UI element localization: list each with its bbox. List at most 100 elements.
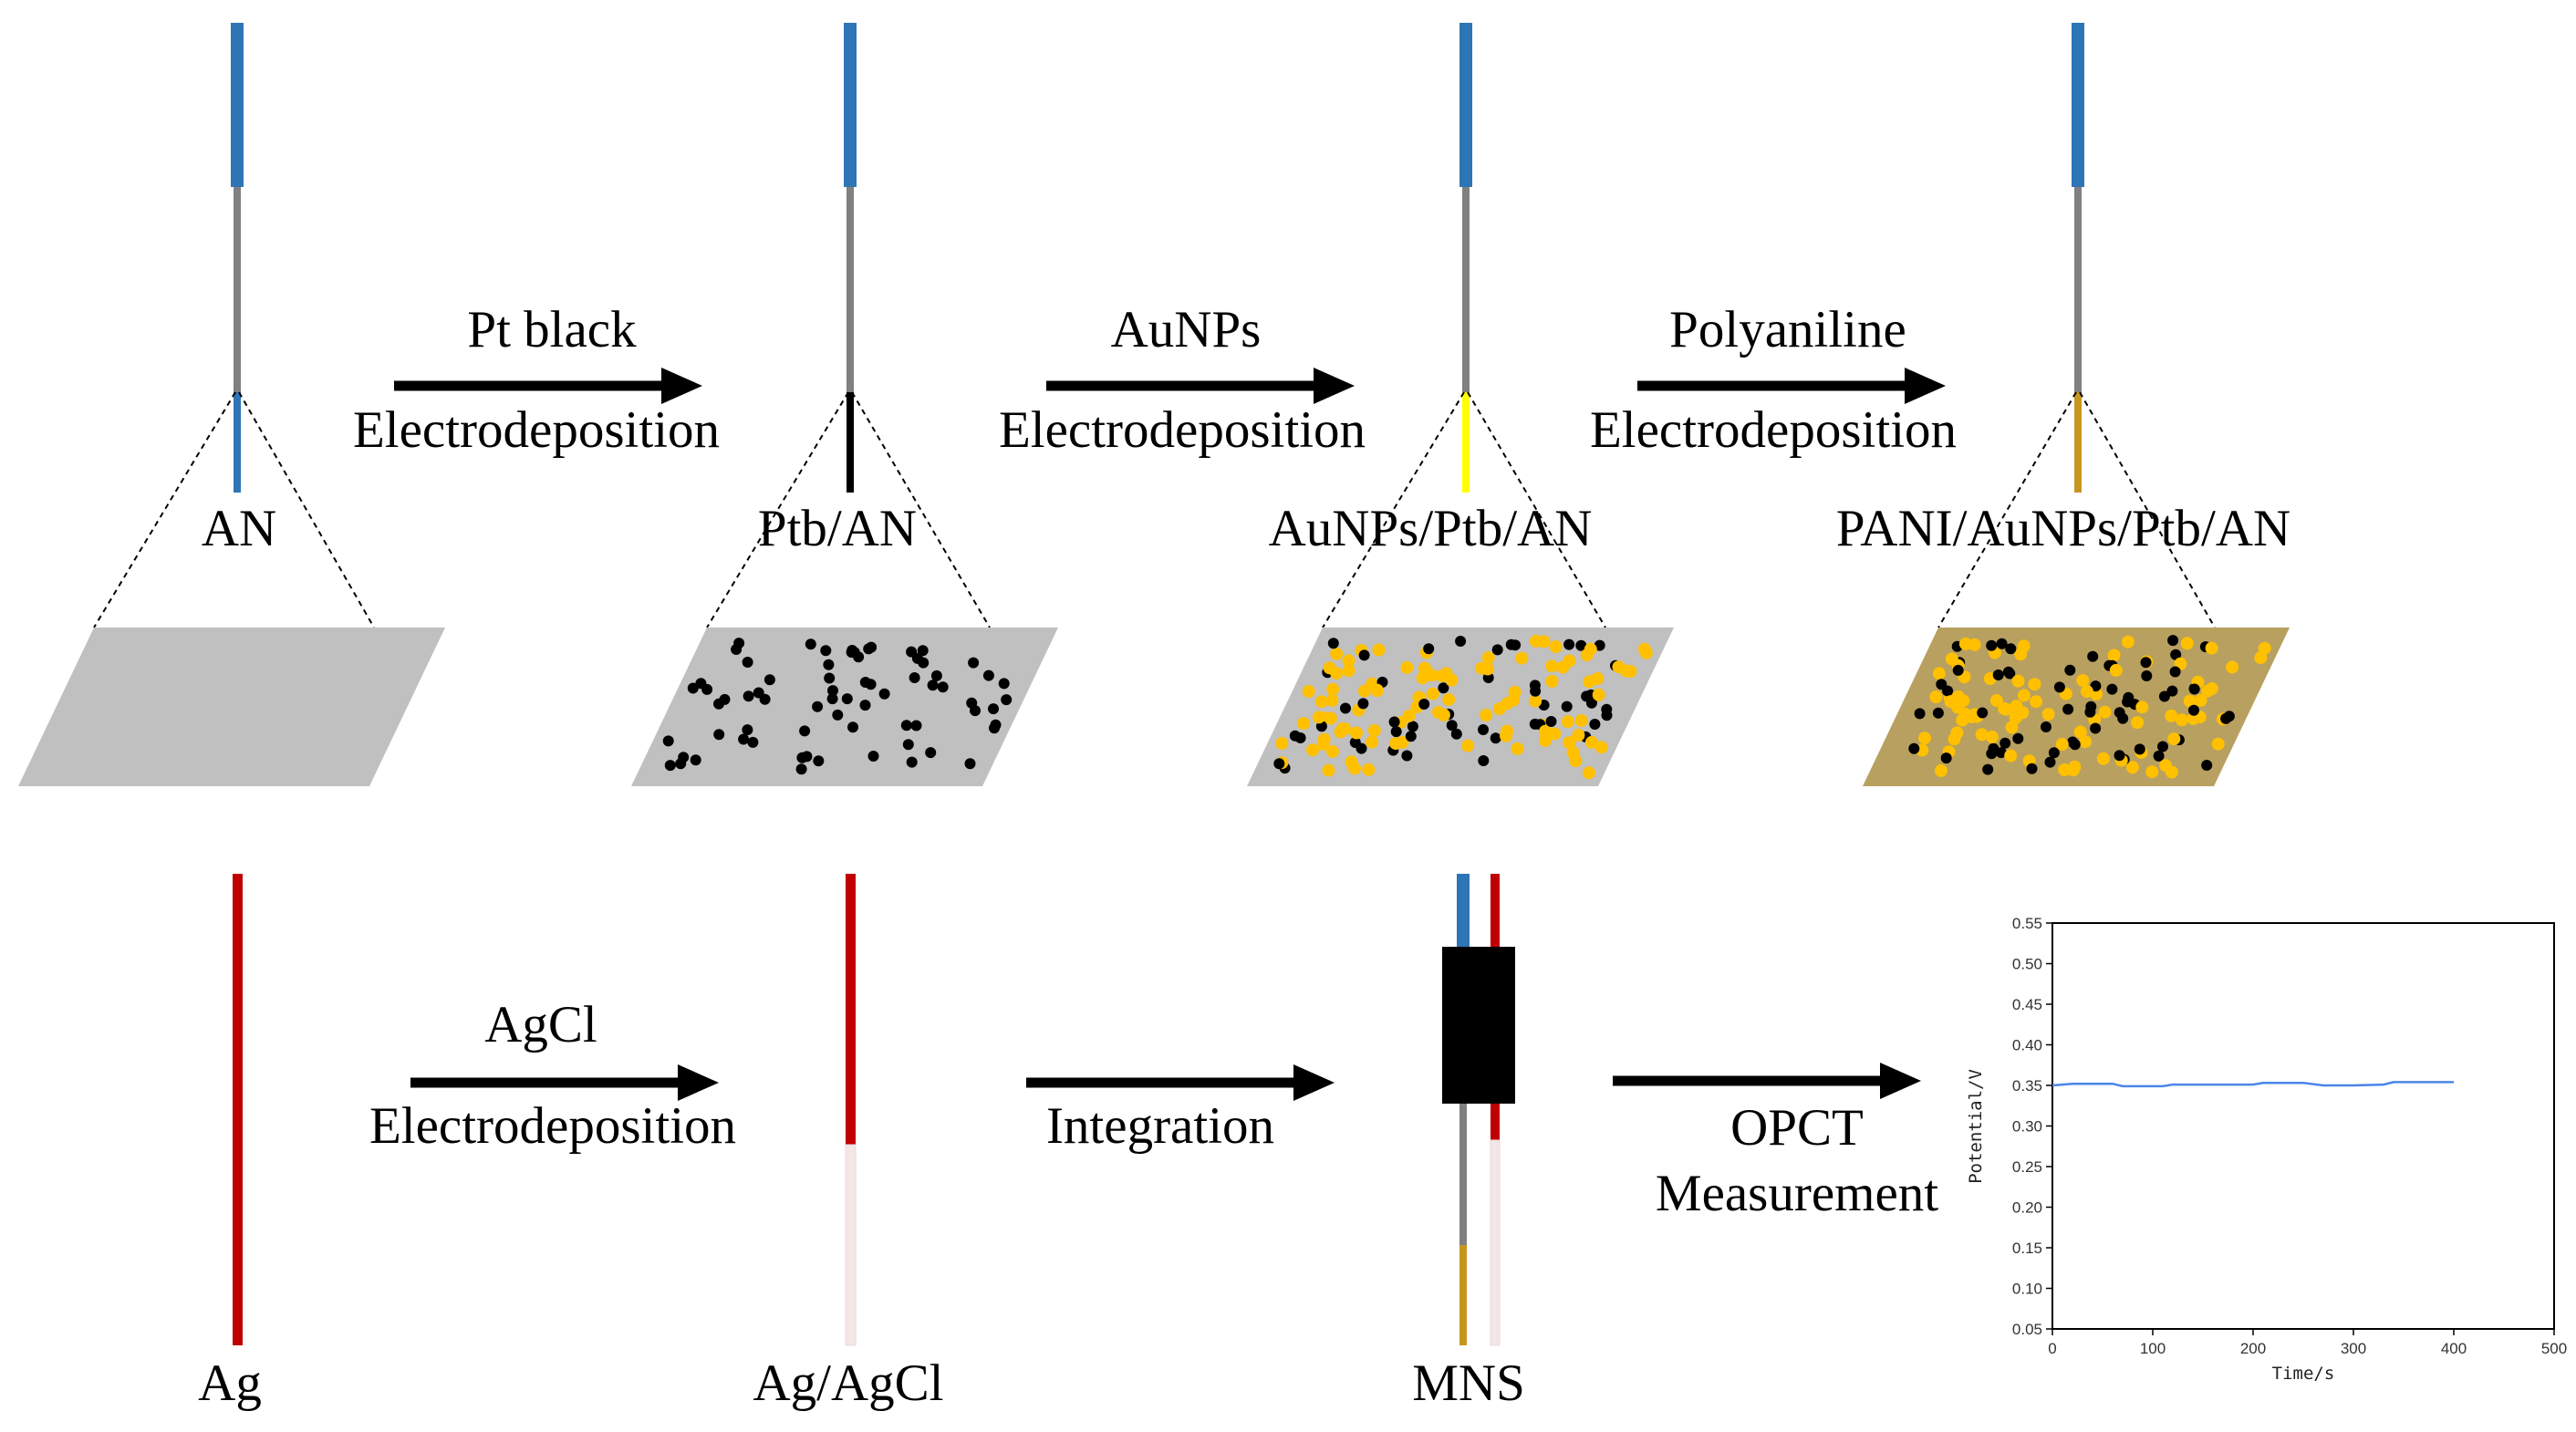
y-tick-label: 0.25 [2012,1158,2042,1176]
pt-black-particle [2048,747,2060,759]
working-electrode-body [1459,1095,1467,1245]
gold-nanoparticle [1437,708,1450,721]
pt-black-particle [675,758,687,770]
gold-nanoparticle [1511,742,1524,755]
pt-black-particle [1505,638,1517,650]
pt-black-particle [2188,683,2200,695]
pt-black-particle [1529,718,1541,730]
step-pt-black: Pt black Electrodeposition [353,301,720,459]
gold-nanoparticle [2183,694,2197,708]
pt-black-particle [742,657,753,668]
pt-black-particles [662,638,1013,775]
pt-black-particle [713,729,725,741]
y-tick-label: 0.45 [2012,996,2042,1013]
pt-black-particle [1001,694,1013,706]
pt-black-particle [1407,721,1418,732]
electrode-tip [234,392,241,493]
reference-electrode-top [1491,874,1500,947]
gold-nanoparticle [1349,726,1363,740]
integration-housing [1442,947,1515,1104]
gold-nanoparticle [2055,738,2069,751]
stage-label: Ptb/AN [758,500,917,557]
pt-black-particle [2158,690,2170,702]
y-axis-label: Potential/V [1966,1069,1986,1184]
gold-nanoparticle [1619,664,1633,678]
gold-nanoparticle [1358,684,1371,698]
gold-nanoparticle [2201,684,2215,698]
gold-nanoparticle [1934,763,1948,777]
y-tick-label: 0.20 [2012,1199,2042,1217]
gold-nanoparticle [1508,685,1522,699]
gold-nanoparticle [2058,763,2072,776]
pt-black-particle [1561,700,1573,712]
arrow-head [1905,368,1946,404]
pt-black-particle [2064,664,2076,676]
x-tick-label: 400 [2441,1340,2467,1357]
step-integration: Integration [1026,1064,1335,1155]
pt-black-particle [918,657,930,669]
gold-nanoparticle [1975,728,1989,742]
gold-nanoparticle [1402,710,1416,722]
gold-nanoparticle [2000,702,2013,716]
pt-black-particle [2153,750,2165,762]
pt-black-particle [1908,742,1920,754]
gold-nanoparticle [2180,637,2194,650]
step-label-line2: Measurement [1656,1165,1938,1222]
pt-black-particle [1977,707,1989,719]
gold-nanoparticle [1418,661,1431,675]
pt-black-particle [2134,743,2145,755]
step-polyaniline: Polyaniline Electrodeposition [1590,301,1957,459]
pt-black-particle [1273,758,1285,770]
pt-black-particle [662,735,674,747]
stage-label: PANI/AuNPs/Ptb/AN [1836,500,2290,557]
pt-black-particle [1545,716,1557,727]
gold-nanoparticle [1574,714,1588,727]
stage-ag: Ag [198,874,262,1412]
y-tick-label: 0.55 [2012,915,2042,932]
pt-black-particle [2062,703,2074,715]
chart-series [2051,1081,2454,1088]
gold-nanoparticle [1461,739,1475,752]
gold-nanoparticle [1325,693,1339,707]
pt-black-particle [1450,728,1462,740]
pt-black-particle [1982,763,1994,775]
pt-black-particle [1575,639,1587,651]
step-label-line1: AuNPs [1111,301,1262,358]
pt-black-particle [906,756,918,768]
gold-nanoparticle [1475,661,1489,675]
pt-black-particle [1478,724,1489,735]
gold-nanoparticle [1989,694,2003,707]
pt-black-particle [859,677,871,688]
y-tick-label: 0.50 [2012,956,2042,973]
gold-nanoparticle [1637,642,1651,656]
gold-nanoparticle [1416,671,1429,685]
x-tick-label: 100 [2140,1340,2166,1357]
gold-nanoparticle [1545,675,1559,688]
gold-nanoparticle [1342,664,1356,678]
pt-black-particle [1390,726,1402,738]
zoom-line-right [238,391,375,628]
pt-black-particle [1358,649,1370,661]
gold-nanoparticle [2226,660,2239,674]
gold-nanoparticle [1366,735,1378,749]
pt-black-particle [859,700,871,711]
pt-black-particle [753,687,764,699]
electrode-tip [2074,392,2082,493]
pt-black-particle [968,657,980,669]
pt-black-particle [847,721,858,733]
gold-nanoparticle [1985,731,1999,743]
gold-nanoparticle [2079,735,2092,749]
gold-nanoparticle [1945,652,1958,666]
pt-black-particle [1388,716,1400,728]
gold-nanoparticle [2211,737,2225,751]
gold-nanoparticle [1317,732,1331,746]
gold-nanoparticle [1314,695,1328,709]
pt-black-particle [2167,635,2179,647]
pt-black-particle [910,720,922,732]
pt-black-particle [1589,719,1601,730]
gold-nanoparticle [1929,690,1943,703]
pt-black-particle [1438,682,1449,694]
pt-black-particle [2114,750,2125,762]
gold-nanoparticle [1545,659,1559,673]
